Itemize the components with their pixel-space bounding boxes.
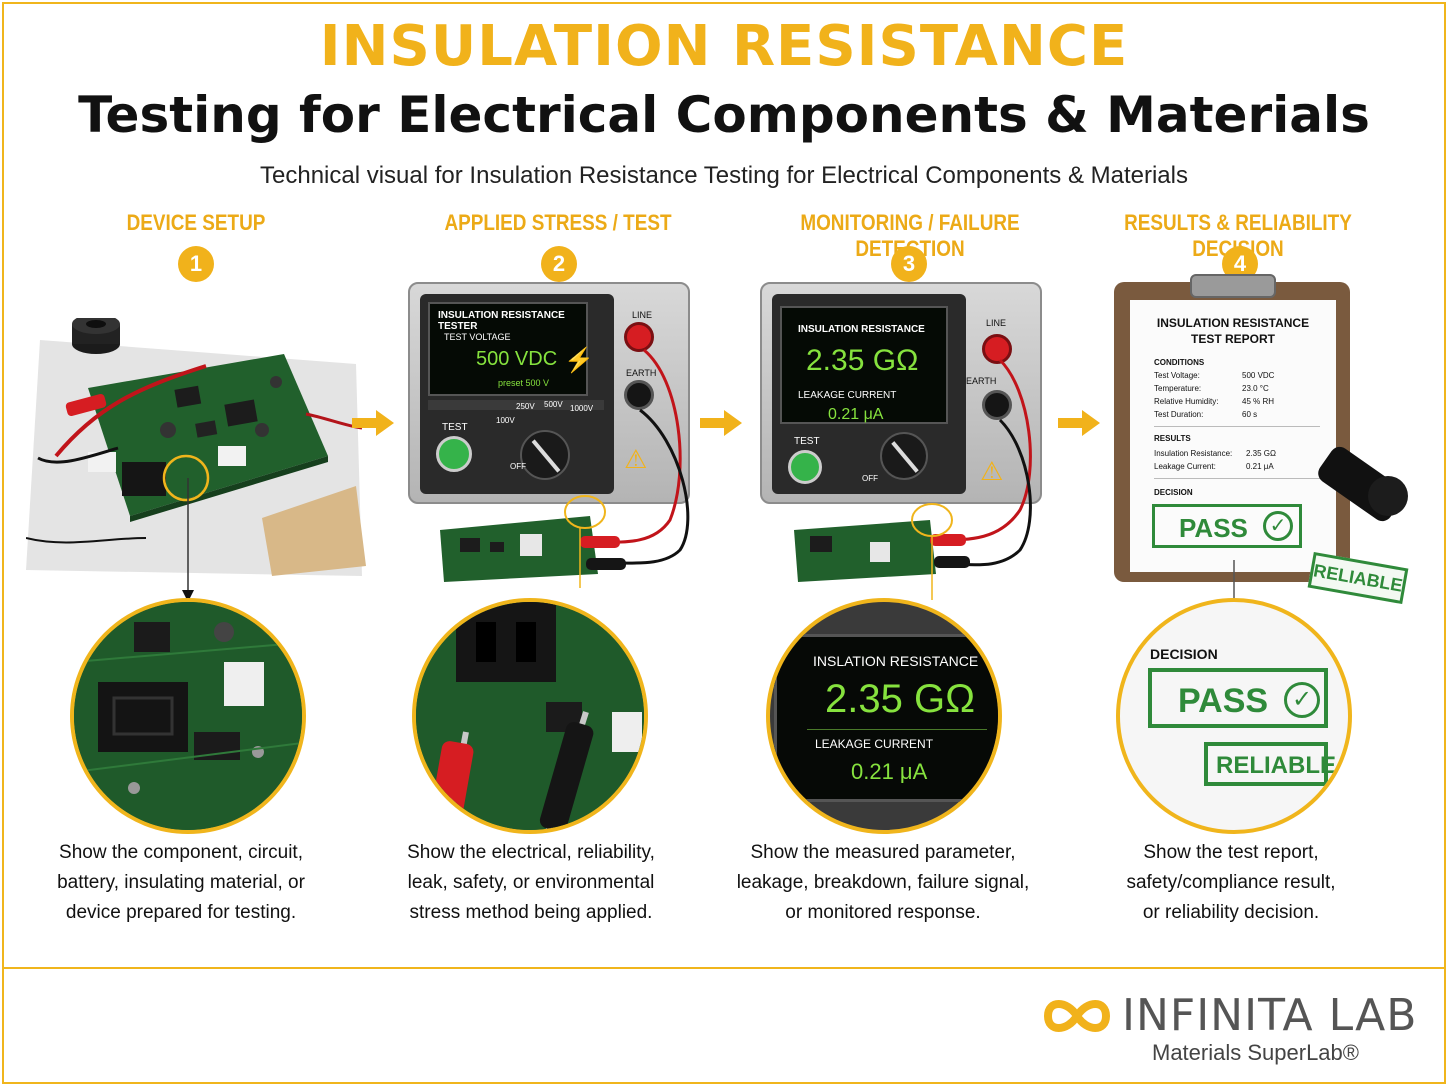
subtitle: Technical visual for Insulation Resistan… <box>260 162 1188 189</box>
zoom-pointer-1 <box>182 478 194 602</box>
brand-tagline: Materials SuperLab® <box>1152 1040 1359 1065</box>
step-4-heading: RESULTS & RELIABILITY DECISION <box>1124 210 1352 261</box>
stamp-handle <box>1368 476 1408 516</box>
title-line-2: Testing for Electrical Components & Mate… <box>78 86 1370 144</box>
lightning-icon: ⚡ <box>564 347 594 374</box>
monitor-warning-icon: ⚠ <box>980 456 1004 486</box>
arrow-step-3-4 <box>1058 410 1100 436</box>
brand-name: INFINITA LAB <box>1122 990 1418 1041</box>
arrow-step-2-3 <box>700 410 742 436</box>
line-terminal[interactable] <box>624 322 654 352</box>
step-1-description: Show the component, circuit, battery, in… <box>57 842 305 923</box>
title-line-1: INSULATION RESISTANCE <box>319 14 1129 79</box>
zoom-circle-pcb <box>70 598 306 834</box>
infinity-logo-icon <box>1043 1000 1111 1032</box>
zoom-circle-probes <box>412 598 648 834</box>
check-icon: ✓ <box>1263 511 1293 541</box>
earth-terminal[interactable] <box>624 380 654 410</box>
test-report: INSULATION RESISTANCE TEST REPORT CONDIT… <box>1130 300 1336 572</box>
zoom-circle-decision: DECISION PASS ✓ RELIABLE <box>1116 598 1352 834</box>
zoom-circle-readout: INSLATION RESISTANCE 2.35 GΩ LEAKAGE CUR… <box>766 598 1002 834</box>
step-3-description: Show the measured parameter, leakage, br… <box>736 842 1030 923</box>
step-2-description: Show the electrical, reliability, leak, … <box>407 842 655 923</box>
clipboard-clip <box>1190 274 1276 298</box>
tester-3-leads <box>794 358 1032 600</box>
monitor-test-button[interactable] <box>788 450 822 484</box>
step-3-number: 3 <box>891 246 927 282</box>
range-dial[interactable] <box>520 430 570 480</box>
insulation-tester-device: INSULATION RESISTANCE TESTER TEST VOLTAG… <box>408 282 690 504</box>
tester-2-leads <box>440 348 690 588</box>
insulation-tester-monitoring: INSULATION RESISTANCE 2.35 GΩ LEAKAGE CU… <box>760 282 1042 504</box>
footer-divider <box>4 967 1444 969</box>
zoom-check-icon: ✓ <box>1284 682 1320 718</box>
monitor-dial[interactable] <box>880 432 928 480</box>
warning-icon: ⚠ <box>624 444 648 474</box>
monitor-line-terminal[interactable] <box>982 334 1012 364</box>
monitor-earth-terminal[interactable] <box>982 390 1012 420</box>
tester-screen: INSULATION RESISTANCE TESTER TEST VOLTAG… <box>428 302 594 396</box>
monitor-screen: INSULATION RESISTANCE 2.35 GΩ LEAKAGE CU… <box>780 306 948 424</box>
step-2-number: 2 <box>541 246 577 282</box>
step-1-heading: DEVICE SETUP <box>126 210 266 235</box>
step-4-description: Show the test report, safety/compliance … <box>1126 842 1336 923</box>
device-setup-illustration <box>26 318 366 576</box>
arrow-step-1-2 <box>352 410 394 436</box>
test-button[interactable] <box>436 436 472 472</box>
step-2-heading: APPLIED STRESS / TEST <box>444 210 672 235</box>
pass-stamp: PASS ✓ <box>1152 504 1302 548</box>
step-1-number: 1 <box>178 246 214 282</box>
